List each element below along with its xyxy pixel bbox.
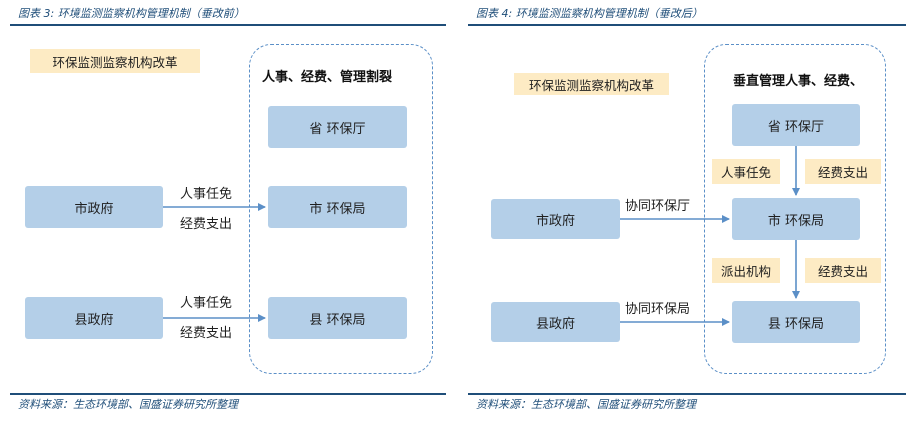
- left-city-bureau: 市 环保局: [268, 186, 407, 228]
- right-source-note: 资料来源：生态环境部、国盛证券研究所整理: [476, 398, 696, 411]
- right-city-bureau: 市 环保局: [732, 198, 860, 240]
- right-county-government: 县政府: [491, 302, 620, 342]
- left-county-government: 县政府: [25, 297, 163, 339]
- left-bottom-rule: [10, 393, 446, 395]
- left-figure-caption: 图表 3: 环境监测监察机构管理机制（垂改前）: [18, 7, 245, 20]
- left-reform-label: 环保监测监察机构改革: [30, 49, 200, 73]
- left-county-bureau: 县 环保局: [268, 297, 407, 339]
- right-bottom-rule: [468, 393, 906, 395]
- left-group-header: 人事、经费、管理割裂: [262, 70, 393, 85]
- left-city-government: 市政府: [25, 186, 163, 228]
- left-dashed-group: [249, 44, 433, 374]
- right-county-bureau: 县 环保局: [732, 301, 860, 343]
- right-dashed-group: [704, 44, 886, 374]
- left-city-edge-personnel: 人事任免: [180, 187, 233, 202]
- right-top-rule: [468, 24, 906, 26]
- left-province-bureau: 省 环保厅: [268, 106, 407, 148]
- right-figure-caption: 图表 4: 环境监测监察机构管理机制（垂改后）: [476, 7, 703, 20]
- right-prov-city-funding-tag: 经费支出: [805, 159, 881, 184]
- right-county-edge-label: 协同环保局: [625, 302, 691, 317]
- left-top-rule: [10, 24, 446, 26]
- right-city-government: 市政府: [491, 199, 620, 239]
- left-source-note: 资料来源：生态环境部、国盛证券研究所整理: [18, 398, 238, 411]
- right-prov-city-personnel-tag: 人事任免: [712, 159, 780, 184]
- right-group-header: 垂直管理人事、经费、: [733, 74, 864, 89]
- left-city-edge-funding: 经费支出: [180, 217, 233, 232]
- right-province-bureau: 省 环保厅: [732, 104, 860, 146]
- left-county-edge-funding: 经费支出: [180, 326, 233, 341]
- right-city-county-funding-tag: 经费支出: [805, 258, 881, 283]
- right-city-edge-label: 协同环保厅: [625, 199, 691, 214]
- right-reform-label: 环保监测监察机构改革: [514, 73, 669, 95]
- left-county-edge-personnel: 人事任免: [180, 296, 233, 311]
- right-city-county-dispatch-tag: 派出机构: [712, 258, 780, 283]
